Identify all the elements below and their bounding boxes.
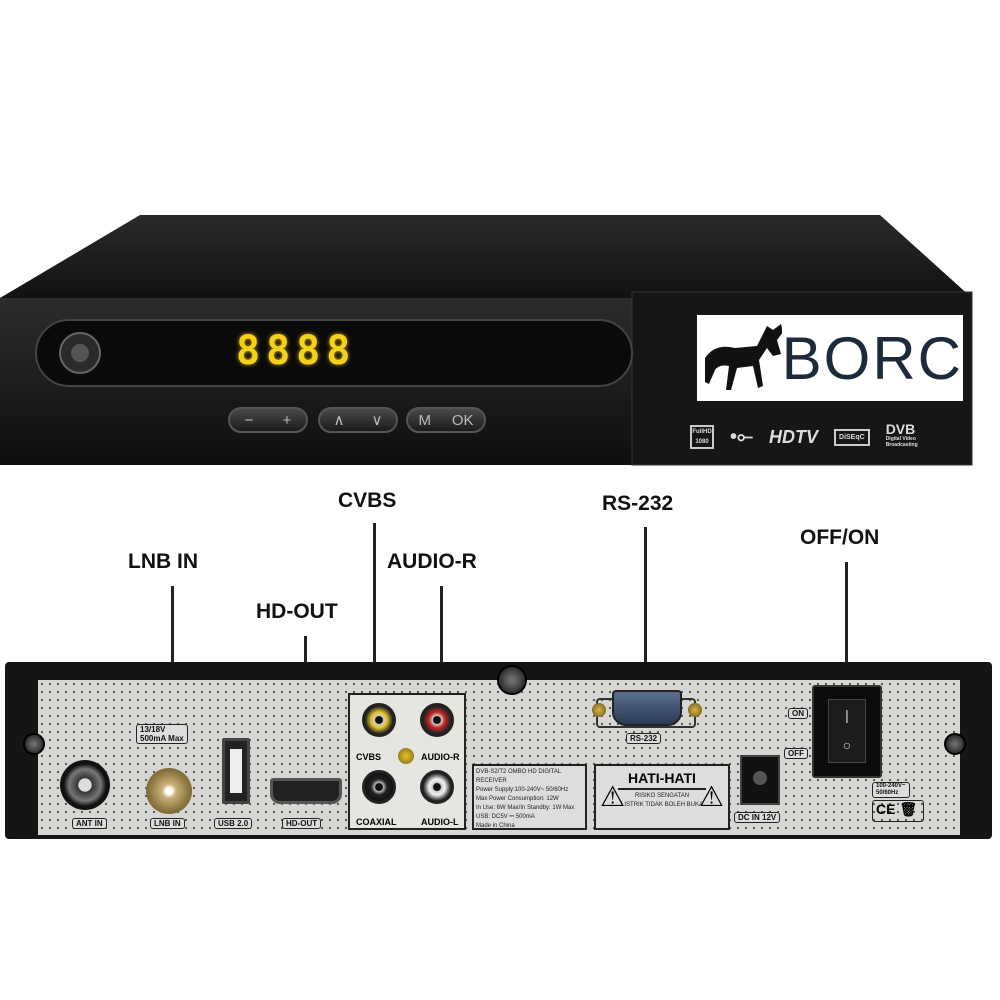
receiver-body	[0, 215, 973, 466]
callout-line	[171, 586, 174, 721]
audio-r-label: AUDIO-R	[421, 752, 460, 762]
audio-r-port[interactable]	[420, 703, 454, 737]
hdmi-port[interactable]	[270, 778, 342, 804]
screw-icon	[592, 703, 606, 717]
screw-icon	[497, 665, 527, 695]
callout-line	[440, 586, 443, 686]
dc-in-port[interactable]	[740, 755, 780, 805]
hdtv-logo: HDTV	[769, 426, 819, 447]
callout-rs232: RS-232	[602, 492, 674, 515]
screw-icon	[23, 733, 45, 755]
rs232-label: RS-232	[626, 733, 662, 744]
audio-l-port[interactable]	[420, 770, 454, 804]
led-display: 8888	[236, 328, 357, 374]
audio-l-label: AUDIO-L	[421, 817, 459, 827]
menu-button[interactable]: M	[418, 411, 431, 429]
dc-in-label: DC IN 12V	[734, 812, 781, 823]
horse-icon	[705, 324, 782, 390]
power-spec-label: 100-240V~50/60Hz	[872, 782, 910, 798]
callout-line	[373, 523, 376, 685]
fullhd-logo: FullHD 1080	[690, 425, 714, 449]
lnb-in-label: LNB IN	[150, 818, 185, 829]
callout-cvbs: CVBS	[338, 489, 397, 512]
rs232-port[interactable]	[612, 690, 682, 726]
plus-button[interactable]: +	[282, 411, 292, 429]
screw-icon	[688, 703, 702, 717]
ant-in-label: ANT IN	[72, 818, 107, 829]
channel-buttons[interactable]: ∧∨	[318, 407, 398, 433]
ce-mark: CE 🗑	[872, 800, 924, 822]
coaxial-label: COAXIAL	[356, 817, 397, 827]
lnb-in-port[interactable]	[146, 768, 192, 814]
callout-hd-out: HD-OUT	[256, 600, 338, 623]
callout-line	[845, 562, 848, 682]
callout-audio-r: AUDIO-R	[387, 550, 477, 573]
hd-out-label: HD-OUT	[282, 818, 322, 829]
power-switch[interactable]: |○	[812, 685, 882, 778]
callout-off-on: OFF/ON	[800, 526, 880, 549]
warning-label: HATI-HATI RISIKO SENGATAN LISTRIK TIDAK …	[594, 764, 730, 830]
cvbs-label: CVBS	[356, 752, 382, 762]
coaxial-port[interactable]	[362, 770, 396, 804]
brand-logo: BORC	[697, 315, 963, 401]
usb-label: USB 2.0	[214, 818, 253, 829]
ant-in-port[interactable]	[60, 760, 110, 810]
minus-button[interactable]: −	[244, 411, 254, 429]
on-label: ON	[788, 708, 808, 719]
menu-buttons[interactable]: M OK	[406, 407, 486, 433]
volume-buttons[interactable]: −+	[228, 407, 308, 433]
callout-lnb-in: LNB IN	[128, 550, 198, 573]
caution-warning-icon: ⚠	[698, 781, 724, 812]
cvbs-port[interactable]	[362, 703, 396, 737]
ok-button[interactable]: OK	[451, 411, 474, 429]
off-label: OFF	[784, 748, 808, 759]
shock-warning-icon: ⚠	[600, 781, 626, 812]
ground-screw-icon	[398, 748, 414, 764]
usb-port[interactable]	[222, 738, 250, 804]
screw-icon	[944, 733, 966, 755]
weee-bin-icon: 🗑	[899, 801, 918, 817]
down-button[interactable]: ∨	[371, 412, 383, 429]
callout-line	[644, 527, 647, 687]
up-button[interactable]: ∧	[333, 412, 345, 429]
diseqc-logo: DiSEqC	[834, 428, 870, 446]
usb-icon: •⟜	[730, 425, 754, 448]
